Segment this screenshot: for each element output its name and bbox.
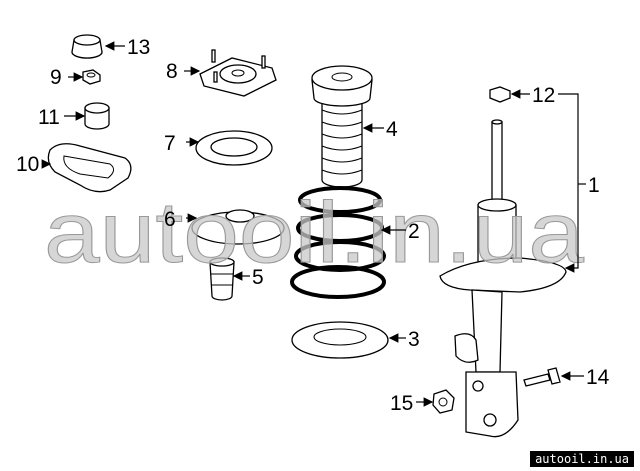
part-4-dust-boot bbox=[311, 65, 373, 188]
callout-11: 11 bbox=[38, 106, 60, 129]
callout-13: 13 bbox=[127, 36, 150, 59]
part-15-nut bbox=[432, 389, 455, 414]
callout-3: 3 bbox=[408, 328, 420, 351]
callout-12: 12 bbox=[532, 84, 555, 107]
callout-5: 5 bbox=[252, 266, 264, 289]
part-7-spring-seat bbox=[195, 130, 273, 166]
callout-4: 4 bbox=[386, 118, 398, 141]
callout-2: 2 bbox=[408, 220, 420, 243]
callout-8: 8 bbox=[166, 60, 178, 83]
part-11-bushing bbox=[84, 102, 110, 130]
part-14-bolt bbox=[523, 367, 561, 387]
part-13-cap bbox=[71, 34, 103, 59]
callout-15: 15 bbox=[390, 392, 413, 415]
part-5-bump-stop bbox=[209, 257, 235, 301]
part-1-strut-assembly bbox=[439, 119, 567, 438]
part-10-gasket bbox=[47, 143, 132, 193]
part-8-strut-mount bbox=[199, 49, 277, 97]
callout-7: 7 bbox=[164, 132, 176, 155]
site-badge: autooil.in.ua bbox=[530, 451, 634, 467]
callout-14: 14 bbox=[586, 366, 610, 389]
part-9-nut bbox=[82, 69, 101, 85]
callout-1: 1 bbox=[588, 174, 600, 197]
part-3-lower-insulator bbox=[291, 321, 389, 359]
part-12-nut bbox=[489, 86, 511, 103]
callout-10: 10 bbox=[16, 153, 39, 176]
part-6-bearing bbox=[191, 209, 285, 245]
callout-6: 6 bbox=[164, 208, 176, 231]
callout-9: 9 bbox=[50, 66, 62, 89]
watermark-text: autooil.in.ua bbox=[44, 185, 584, 281]
